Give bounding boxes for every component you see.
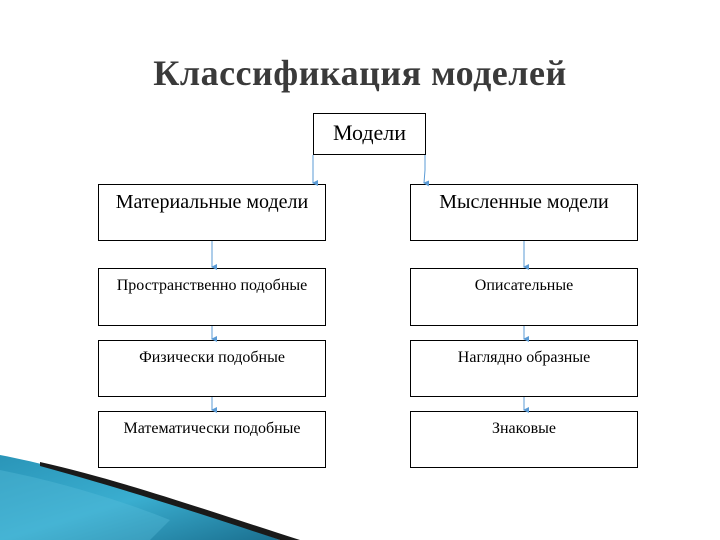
corner-decoration <box>0 0 720 540</box>
